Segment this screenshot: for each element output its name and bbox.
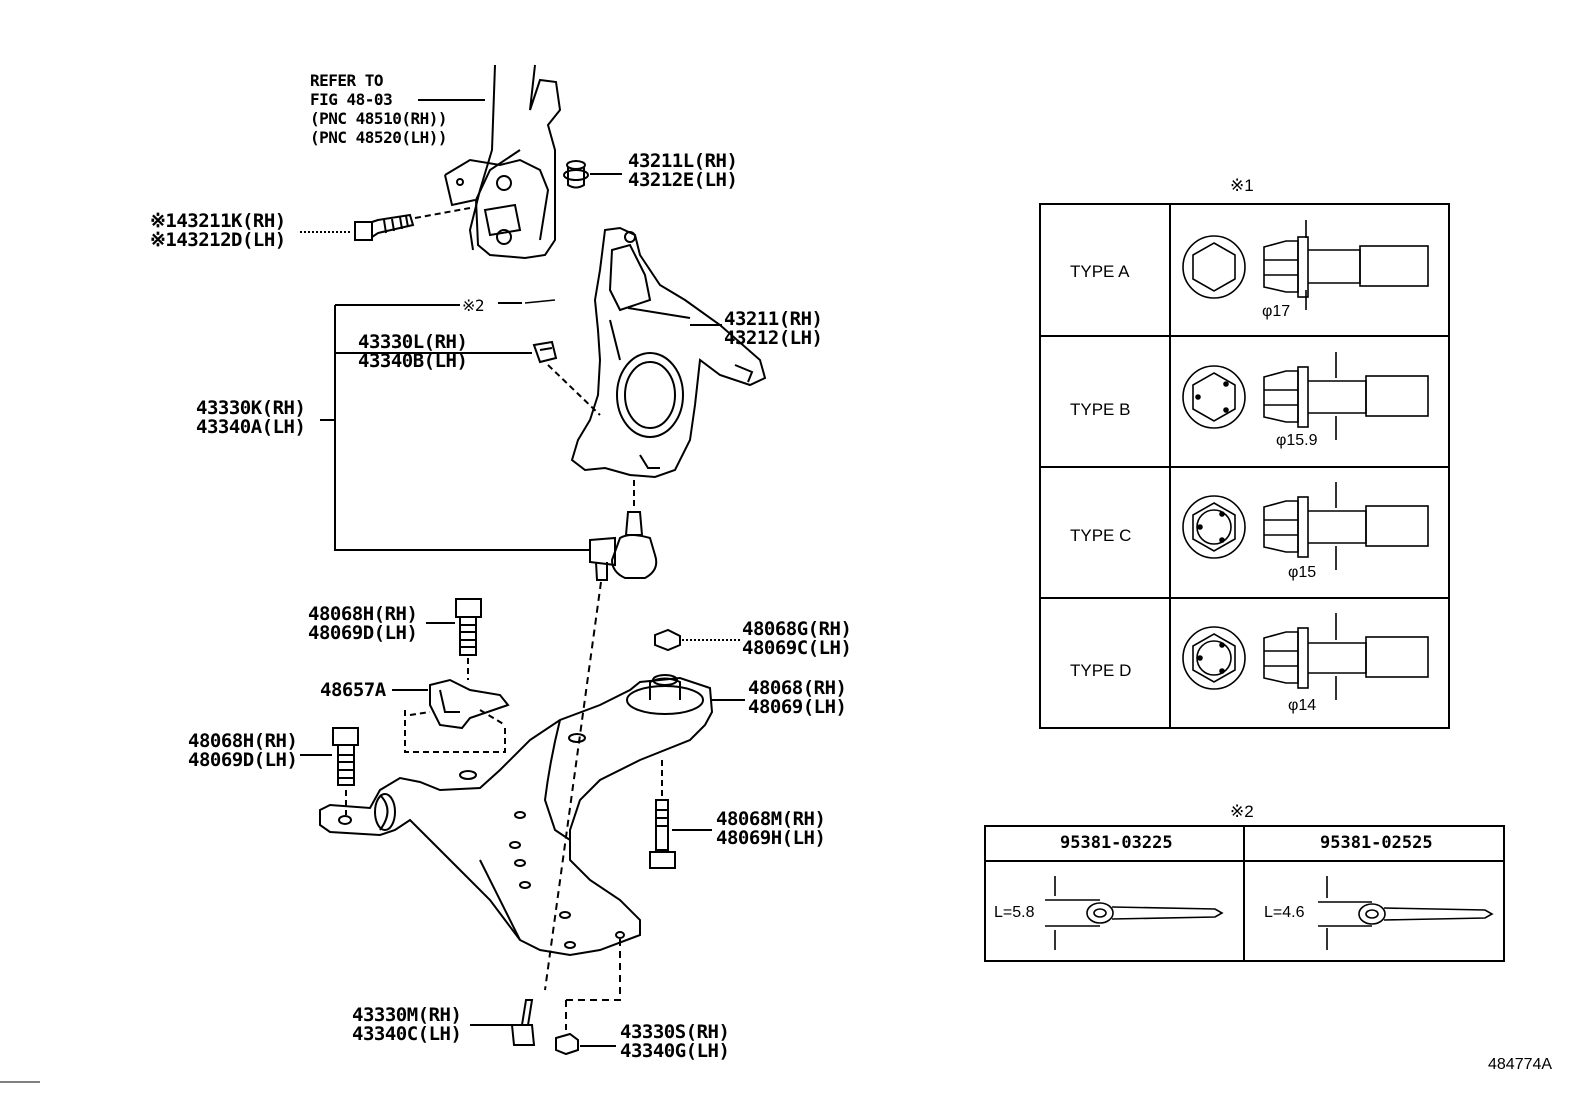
dashed-ball-joint-line <box>544 581 602 991</box>
part-number-lh: 43340C(LH) <box>352 1023 462 1045</box>
table2-part-1: 95381-03225 <box>1060 833 1173 853</box>
part-label-43211L: 43211L(RH) 43212E(LH) <box>628 150 738 191</box>
refer-line-3: (PNC 48510(RH)) <box>310 109 448 128</box>
part-number-rh: ※143211K(RH) <box>150 210 286 232</box>
table2-marker: ※2 <box>1230 802 1254 821</box>
part-number-rh: 48068M(RH) <box>716 808 826 830</box>
part-number-rh: 43330L(RH) <box>358 331 468 353</box>
bolt-43211K-drawing <box>300 207 471 241</box>
part-number-rh: 43330K(RH) <box>196 397 306 419</box>
part-label-48068M: 48068M(RH) 48069H(LH) <box>716 808 826 849</box>
part-label-43211: 43211(RH) 43212(LH) <box>724 308 823 349</box>
part-label-48657A: 48657A <box>320 679 386 701</box>
bushing-43211L-drawing <box>563 160 622 189</box>
bracket-48657A-drawing <box>392 678 510 753</box>
refer-line-4: (PNC 48520(LH)) <box>310 128 448 147</box>
bolt-48068M-drawing <box>649 760 712 869</box>
table2-length-2: L=4.6 <box>1264 904 1305 921</box>
part-number-rh: 43330S(RH) <box>620 1021 730 1043</box>
table1-dia-d: φ14 <box>1288 697 1317 714</box>
part-label-48068: 48068(RH) 48069(LH) <box>748 677 847 718</box>
table2-pin-2 <box>1318 876 1494 950</box>
bracket-43330K <box>320 304 590 551</box>
ball-joint-drawing <box>589 480 658 581</box>
part-number-lh: 48069(LH) <box>748 696 847 718</box>
part-label-43211K: ※143211K(RH) ※143212D(LH) <box>150 212 286 250</box>
part-number-lh: 43212E(LH) <box>628 169 738 191</box>
part-label-48068H-bot: 48068H(RH) 48069D(LH) <box>188 730 298 771</box>
table1-bolt-b <box>1182 352 1429 440</box>
part-number-rh: 43330M(RH) <box>352 1004 462 1026</box>
table1-type-b: TYPE B <box>1070 400 1131 419</box>
part-label-43330K: 43330K(RH) 43340A(LH) <box>196 397 306 438</box>
refer-line-1: REFER TO <box>310 71 384 90</box>
part-label-43330M: 43330M(RH) 43340C(LH) <box>352 1004 462 1045</box>
table2-part-2: 95381-02525 <box>1320 833 1433 853</box>
part-number-rh: 48068H(RH) <box>308 603 418 625</box>
steering-knuckle-drawing <box>570 226 767 479</box>
part-number-lh: 43340B(LH) <box>358 350 468 372</box>
bolt-48068H-bot-drawing <box>300 727 359 815</box>
table1-marker: ※1 <box>1230 176 1254 195</box>
part-label-43330L: 43330L(RH) 43340B(LH) <box>358 331 468 372</box>
figure-id: 484774A <box>1488 1056 1553 1073</box>
bolt-43330M-drawing <box>470 999 536 1046</box>
part-number-lh: 43212(LH) <box>724 327 823 349</box>
part-label-48068H-top: 48068H(RH) 48069D(LH) <box>308 603 418 644</box>
part-number-rh: 48068H(RH) <box>188 730 298 752</box>
dashed-43330S-line <box>566 935 621 1001</box>
part-number-rh: 48068(RH) <box>748 677 847 699</box>
part-number-lh: 48069D(LH) <box>308 622 418 644</box>
table1-dia-b: φ15.9 <box>1276 432 1318 449</box>
nut-43330L-drawing <box>476 340 601 416</box>
table1-type-c: TYPE C <box>1070 526 1132 545</box>
refer-note: REFER TO FIG 48-03 (PNC 48510(RH)) (PNC … <box>310 71 448 148</box>
cotter-pin-drawing <box>524 299 556 304</box>
table1-dia-a: φ17 <box>1262 303 1291 320</box>
table2-pin-1 <box>1045 876 1224 950</box>
part-number-lh: 43340G(LH) <box>620 1040 730 1062</box>
part-number-lh: 48069H(LH) <box>716 827 826 849</box>
part-number-lh: 48069C(LH) <box>742 637 852 659</box>
part-number-lh: 48069D(LH) <box>188 749 298 771</box>
table1-type-d: TYPE D <box>1070 661 1132 680</box>
refer-line-2: FIG 48-03 <box>310 90 393 109</box>
table1-type-a: TYPE A <box>1070 262 1130 281</box>
table1-bolt-c <box>1182 482 1429 570</box>
table1-bolt-a <box>1182 220 1429 310</box>
bolt-48068H-top-drawing <box>426 598 482 680</box>
strut-assembly-drawing <box>444 64 562 260</box>
part-label-43330S: 43330S(RH) 43340G(LH) <box>620 1021 730 1062</box>
part-number-lh: 43340A(LH) <box>196 416 306 438</box>
table1-dia-c: φ15 <box>1288 564 1317 581</box>
table2-length-1: L=5.8 <box>994 904 1035 921</box>
table1-bolt-d <box>1182 613 1429 700</box>
table1-grid <box>1039 203 1450 729</box>
nut-43330S-drawing <box>555 1032 616 1056</box>
part-number-rh: 48068G(RH) <box>742 618 852 640</box>
part-number-rh: 43211(RH) <box>724 308 823 330</box>
note2-marker-label: ※2 <box>462 296 485 315</box>
lower-arm-drawing <box>319 674 714 957</box>
part-number-rh: 43211L(RH) <box>628 150 738 172</box>
table2-grid <box>984 825 1505 962</box>
part-label-48068G: 48068G(RH) 48069C(LH) <box>742 618 852 659</box>
part-number-lh: ※143212D(LH) <box>150 229 286 251</box>
